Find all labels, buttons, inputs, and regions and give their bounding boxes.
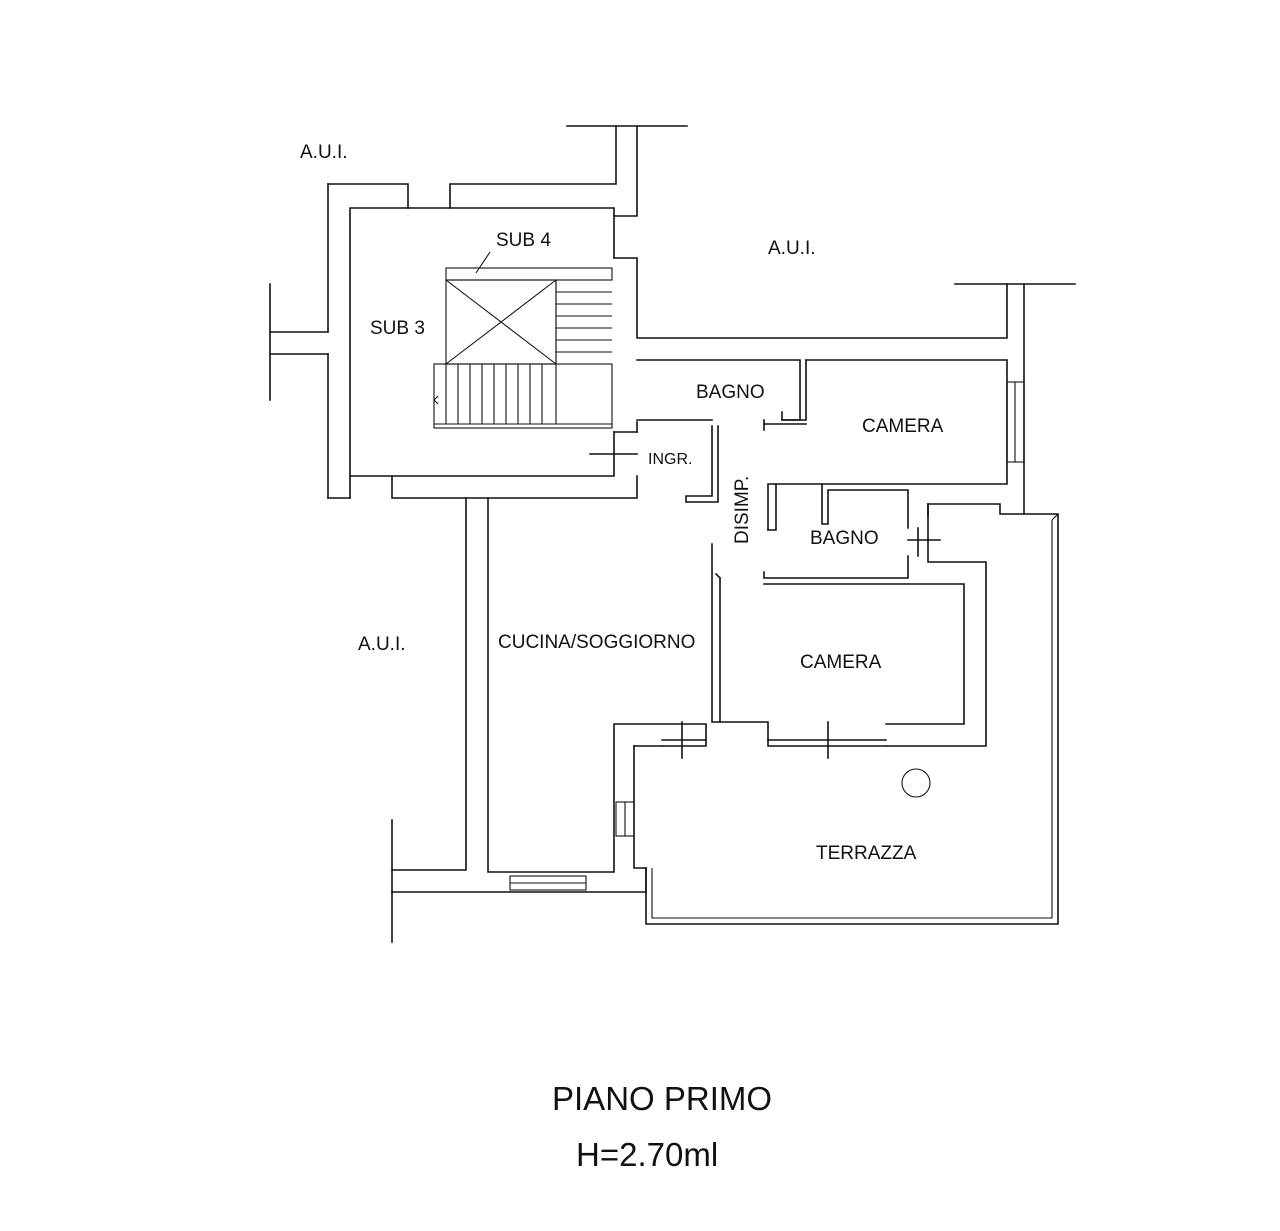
stair-lift [433, 251, 613, 429]
label-ingr: INGR. [648, 451, 692, 468]
label-camera-mid: CAMERA [800, 652, 882, 673]
apartment-walls [391, 215, 1076, 943]
label-sub3: SUB 3 [370, 318, 425, 339]
label-disimp: DISIMP. [732, 476, 753, 544]
room-labels: A.U.I. A.U.I. A.U.I. SUB 3 SUB 4 BAGNO C… [300, 142, 944, 864]
label-bagno-top: BAGNO [696, 382, 765, 403]
label-sub4: SUB 4 [496, 230, 551, 251]
label-aui-top-left: A.U.I. [300, 142, 348, 163]
plan-title: PIANO PRIMO [552, 1080, 773, 1117]
label-cucina: CUCINA/SOGGIORNO [498, 632, 695, 653]
label-aui-left: A.U.I. [358, 634, 406, 655]
label-aui-top-right: A.U.I. [768, 238, 816, 259]
core-walls [269, 125, 688, 499]
label-terrazza: TERRAZZA [816, 843, 917, 864]
plan-height: H=2.70ml [576, 1136, 719, 1173]
label-camera-top: CAMERA [862, 416, 944, 437]
lower-stair-treads [433, 363, 613, 429]
label-bagno-mid: BAGNO [810, 528, 879, 549]
upper-stair-treads [555, 280, 612, 424]
